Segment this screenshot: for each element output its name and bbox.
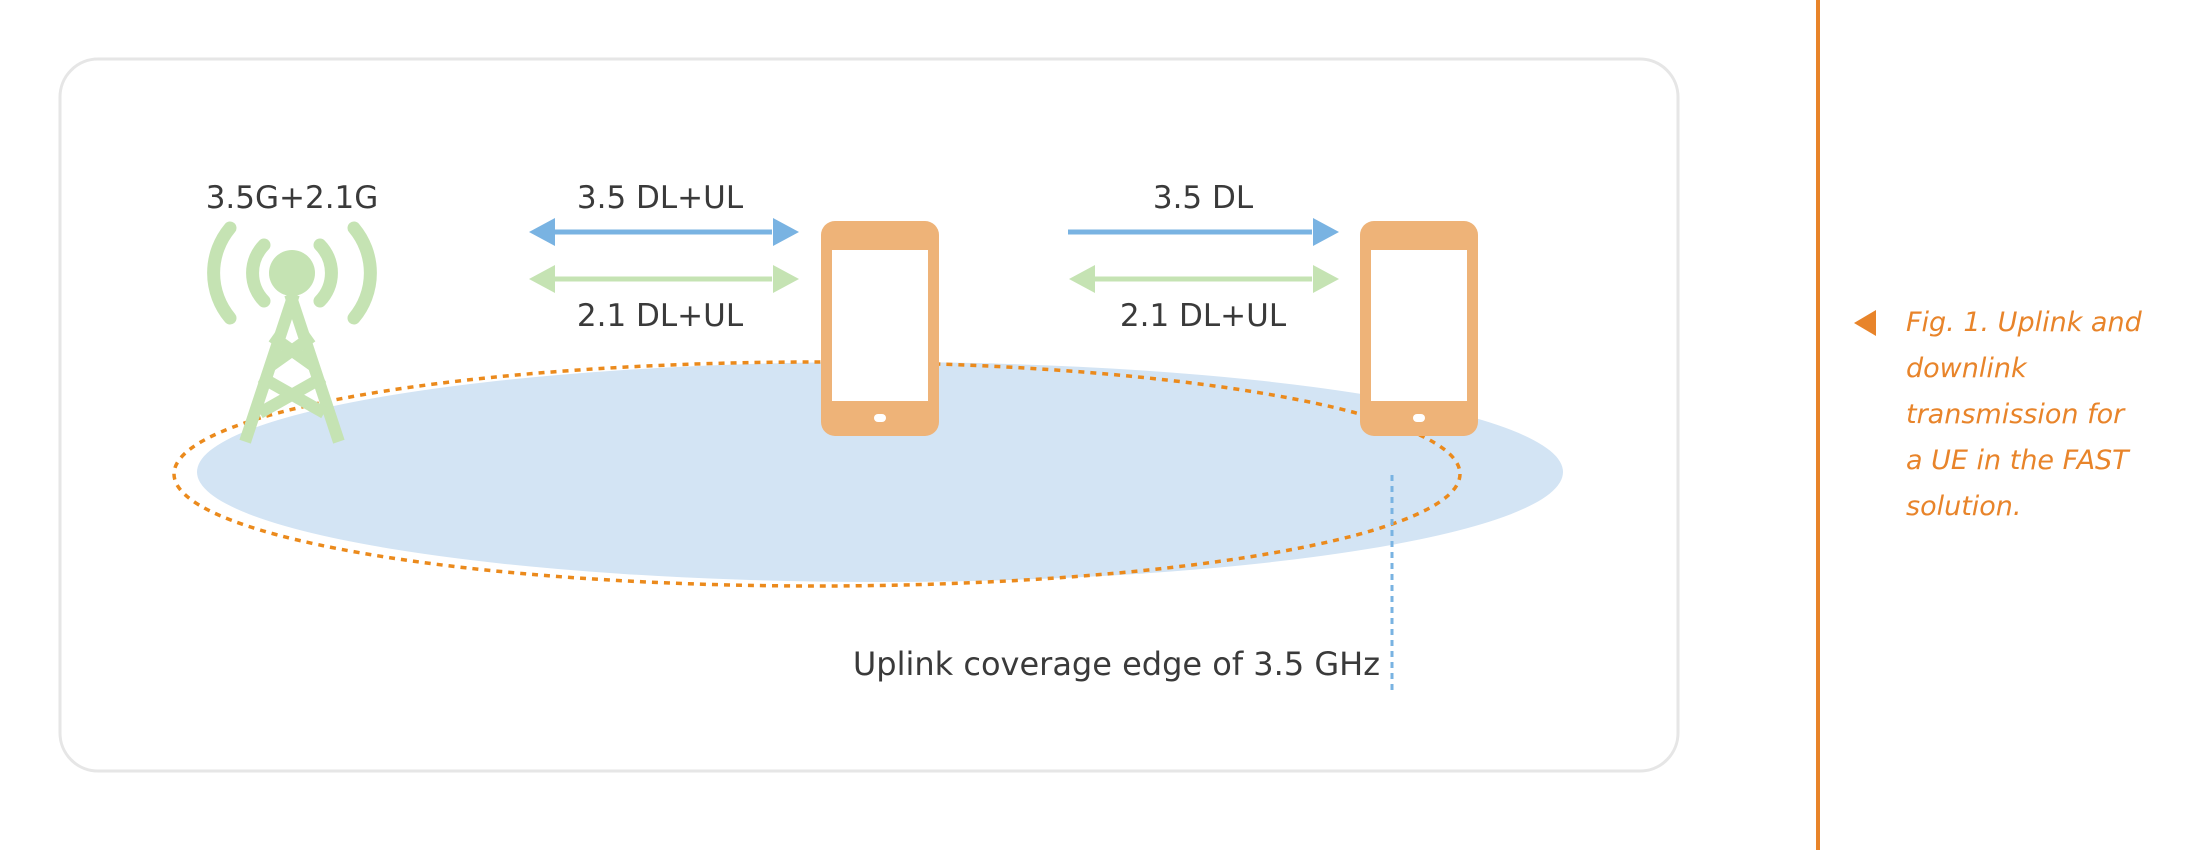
base-station-bands-label: 3.5G+2.1G — [206, 180, 379, 216]
ue2-link-2-1-dl-ul — [1069, 265, 1339, 293]
figure-caption-text: Fig. 1. Uplink and downlink transmission… — [1906, 307, 2142, 522]
smartphone-icon — [1360, 221, 1478, 436]
ue1-bottom-link-label: 2.1 DL+UL — [577, 298, 744, 334]
ue2-bottom-link-label: 2.1 DL+UL — [1120, 298, 1287, 334]
ue1-top-link-label: 3.5 DL+UL — [577, 180, 744, 216]
coverage-area-3-5-downlink — [197, 362, 1563, 582]
coverage-edge-label: Uplink coverage edge of 3.5 GHz — [853, 645, 1380, 683]
triangle-left-icon — [1854, 310, 1876, 336]
ue2-top-link-label: 3.5 DL — [1153, 180, 1254, 216]
smartphone-icon — [821, 221, 939, 436]
ue1-link-3-5-dl-ul — [529, 218, 799, 246]
sidebar-divider — [1816, 0, 1820, 850]
ue1-link-2-1-dl-ul — [529, 265, 799, 293]
ue2-link-3-5-dl — [1068, 218, 1339, 246]
uplink-coverage-boundary-3-5 — [172, 360, 1462, 588]
radio-tower-icon — [207, 221, 377, 444]
